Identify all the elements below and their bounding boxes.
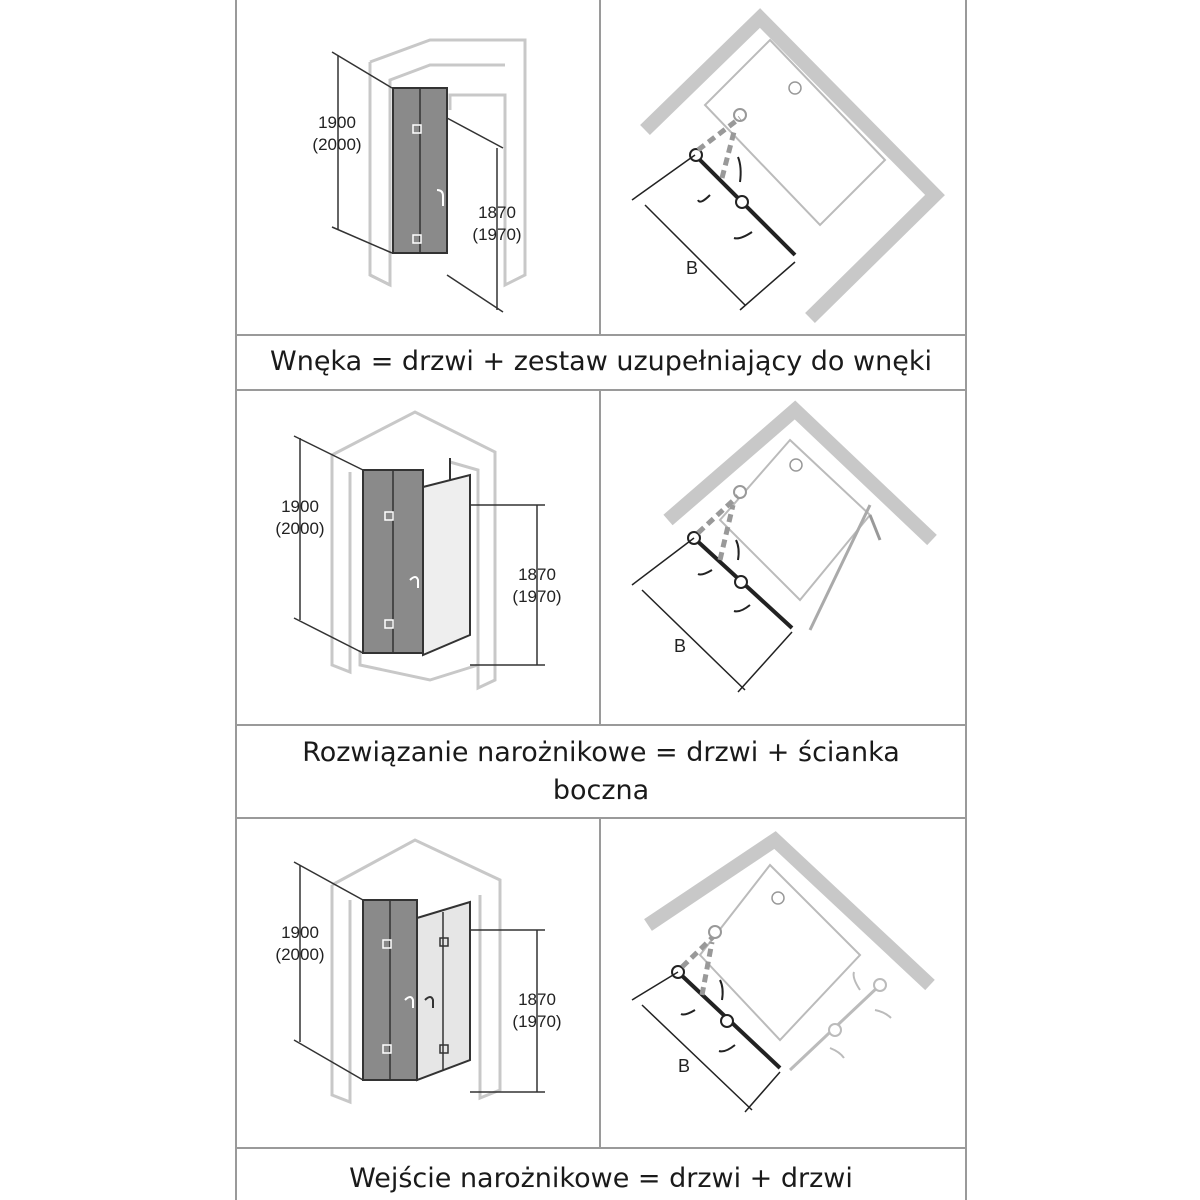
dim-total-height-alt: (2000) <box>275 519 324 538</box>
niche-plan-view: B <box>631 8 945 323</box>
row-caption-niche: Wnęka = drzwi + zestaw uzupełniający do … <box>270 346 932 377</box>
dim-total-height: 1900 <box>281 497 319 516</box>
dim-glass-height-alt: (1970) <box>512 1012 561 1031</box>
dim-width-label: B <box>674 636 686 656</box>
dim-glass-height-alt: (1970) <box>472 225 521 244</box>
dim-glass-height: 1870 <box>478 203 516 222</box>
dim-glass-height: 1870 <box>518 565 556 584</box>
row-caption-corner-side-panel: Rozwiązanie narożnikowe = drzwi + ściank… <box>236 734 966 810</box>
corner-side-panel-plan-view: B <box>631 400 937 693</box>
dim-total-height-alt: (2000) <box>275 945 324 964</box>
dim-width-label: B <box>686 258 698 278</box>
dim-glass-height-alt: (1970) <box>512 587 561 606</box>
caption-line-1: Rozwiązanie narożnikowe = drzwi + ściank… <box>302 737 900 768</box>
dim-glass-height: 1870 <box>518 990 556 1009</box>
dim-total-height-alt: (2000) <box>312 135 361 154</box>
table-grid <box>235 0 967 1200</box>
row-caption-corner-entry: Wejście narożnikowe = drzwi + drzwi <box>349 1163 853 1194</box>
dim-total-height: 1900 <box>318 113 356 132</box>
corner-entry-3d-view: 1900 (2000) 1870 (1970) <box>275 838 562 1105</box>
corner-side-panel-3d-view: 1900 (2000) 1870 (1970) <box>275 410 562 691</box>
corner-entry-plan-view: B <box>631 831 935 1113</box>
caption-line-2: boczna <box>552 775 650 806</box>
dim-total-height: 1900 <box>281 923 319 942</box>
dim-width-label: B <box>678 1056 690 1076</box>
niche-3d-view: 1900 (2000) 1870 (1970) <box>312 38 527 313</box>
